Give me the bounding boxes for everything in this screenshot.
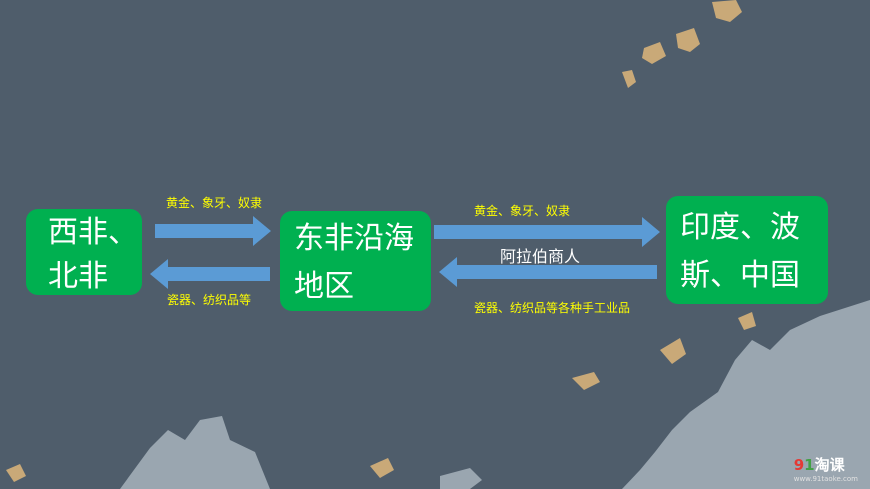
node-east-africa-coast: 东非沿海 地区 (280, 211, 431, 311)
node-east-line-2: 地区 (294, 269, 354, 304)
node-west-line-2: 北非 (48, 259, 108, 294)
label-east-to-asia: 黄金、象牙、奴隶 (474, 204, 571, 218)
node-east-line-1: 东非沿海 (294, 221, 414, 256)
mainland-left (120, 416, 270, 489)
island-low-1 (370, 458, 394, 478)
node-west-line-1: 西非、 (48, 215, 138, 250)
node-asia-line-2: 斯、中国 (680, 258, 800, 293)
node-india-persia-china: 印度、波 斯、中国 (666, 196, 828, 304)
island-bottom (440, 468, 482, 489)
arrow-east-to-west (150, 259, 270, 289)
watermark-logo: 91淘课 www.91taoke.com (794, 454, 858, 483)
island-mid-2 (572, 372, 600, 390)
arrow-east-to-asia (434, 217, 660, 247)
watermark-url: www.91taoke.com (793, 475, 858, 483)
island-upper-3 (622, 70, 636, 88)
node-west-north-africa: 西非、 北非 (26, 209, 142, 295)
island-upper-1 (676, 28, 700, 52)
island-mid-1 (660, 338, 686, 364)
watermark-text: 淘课 (814, 456, 845, 474)
island-mid-3 (738, 312, 756, 330)
label-arab-merchants: 阿拉伯商人 (500, 247, 581, 266)
mainland-right (622, 300, 870, 489)
label-west-to-east: 黄金、象牙、奴隶 (166, 196, 263, 210)
label-asia-to-east: 瓷器、纺织品等各种手工业品 (474, 301, 631, 315)
watermark-digit-9: 9 (793, 456, 805, 474)
arrow-asia-to-east (439, 257, 657, 287)
arrow-west-to-east (155, 216, 271, 246)
label-east-to-west: 瓷器、纺织品等 (167, 293, 252, 307)
island-low-2 (6, 464, 26, 482)
watermark-digit-1: 1 (804, 456, 815, 474)
island-top-right (712, 0, 742, 22)
island-upper-2 (642, 42, 666, 64)
node-asia-line-1: 印度、波 (680, 210, 800, 245)
